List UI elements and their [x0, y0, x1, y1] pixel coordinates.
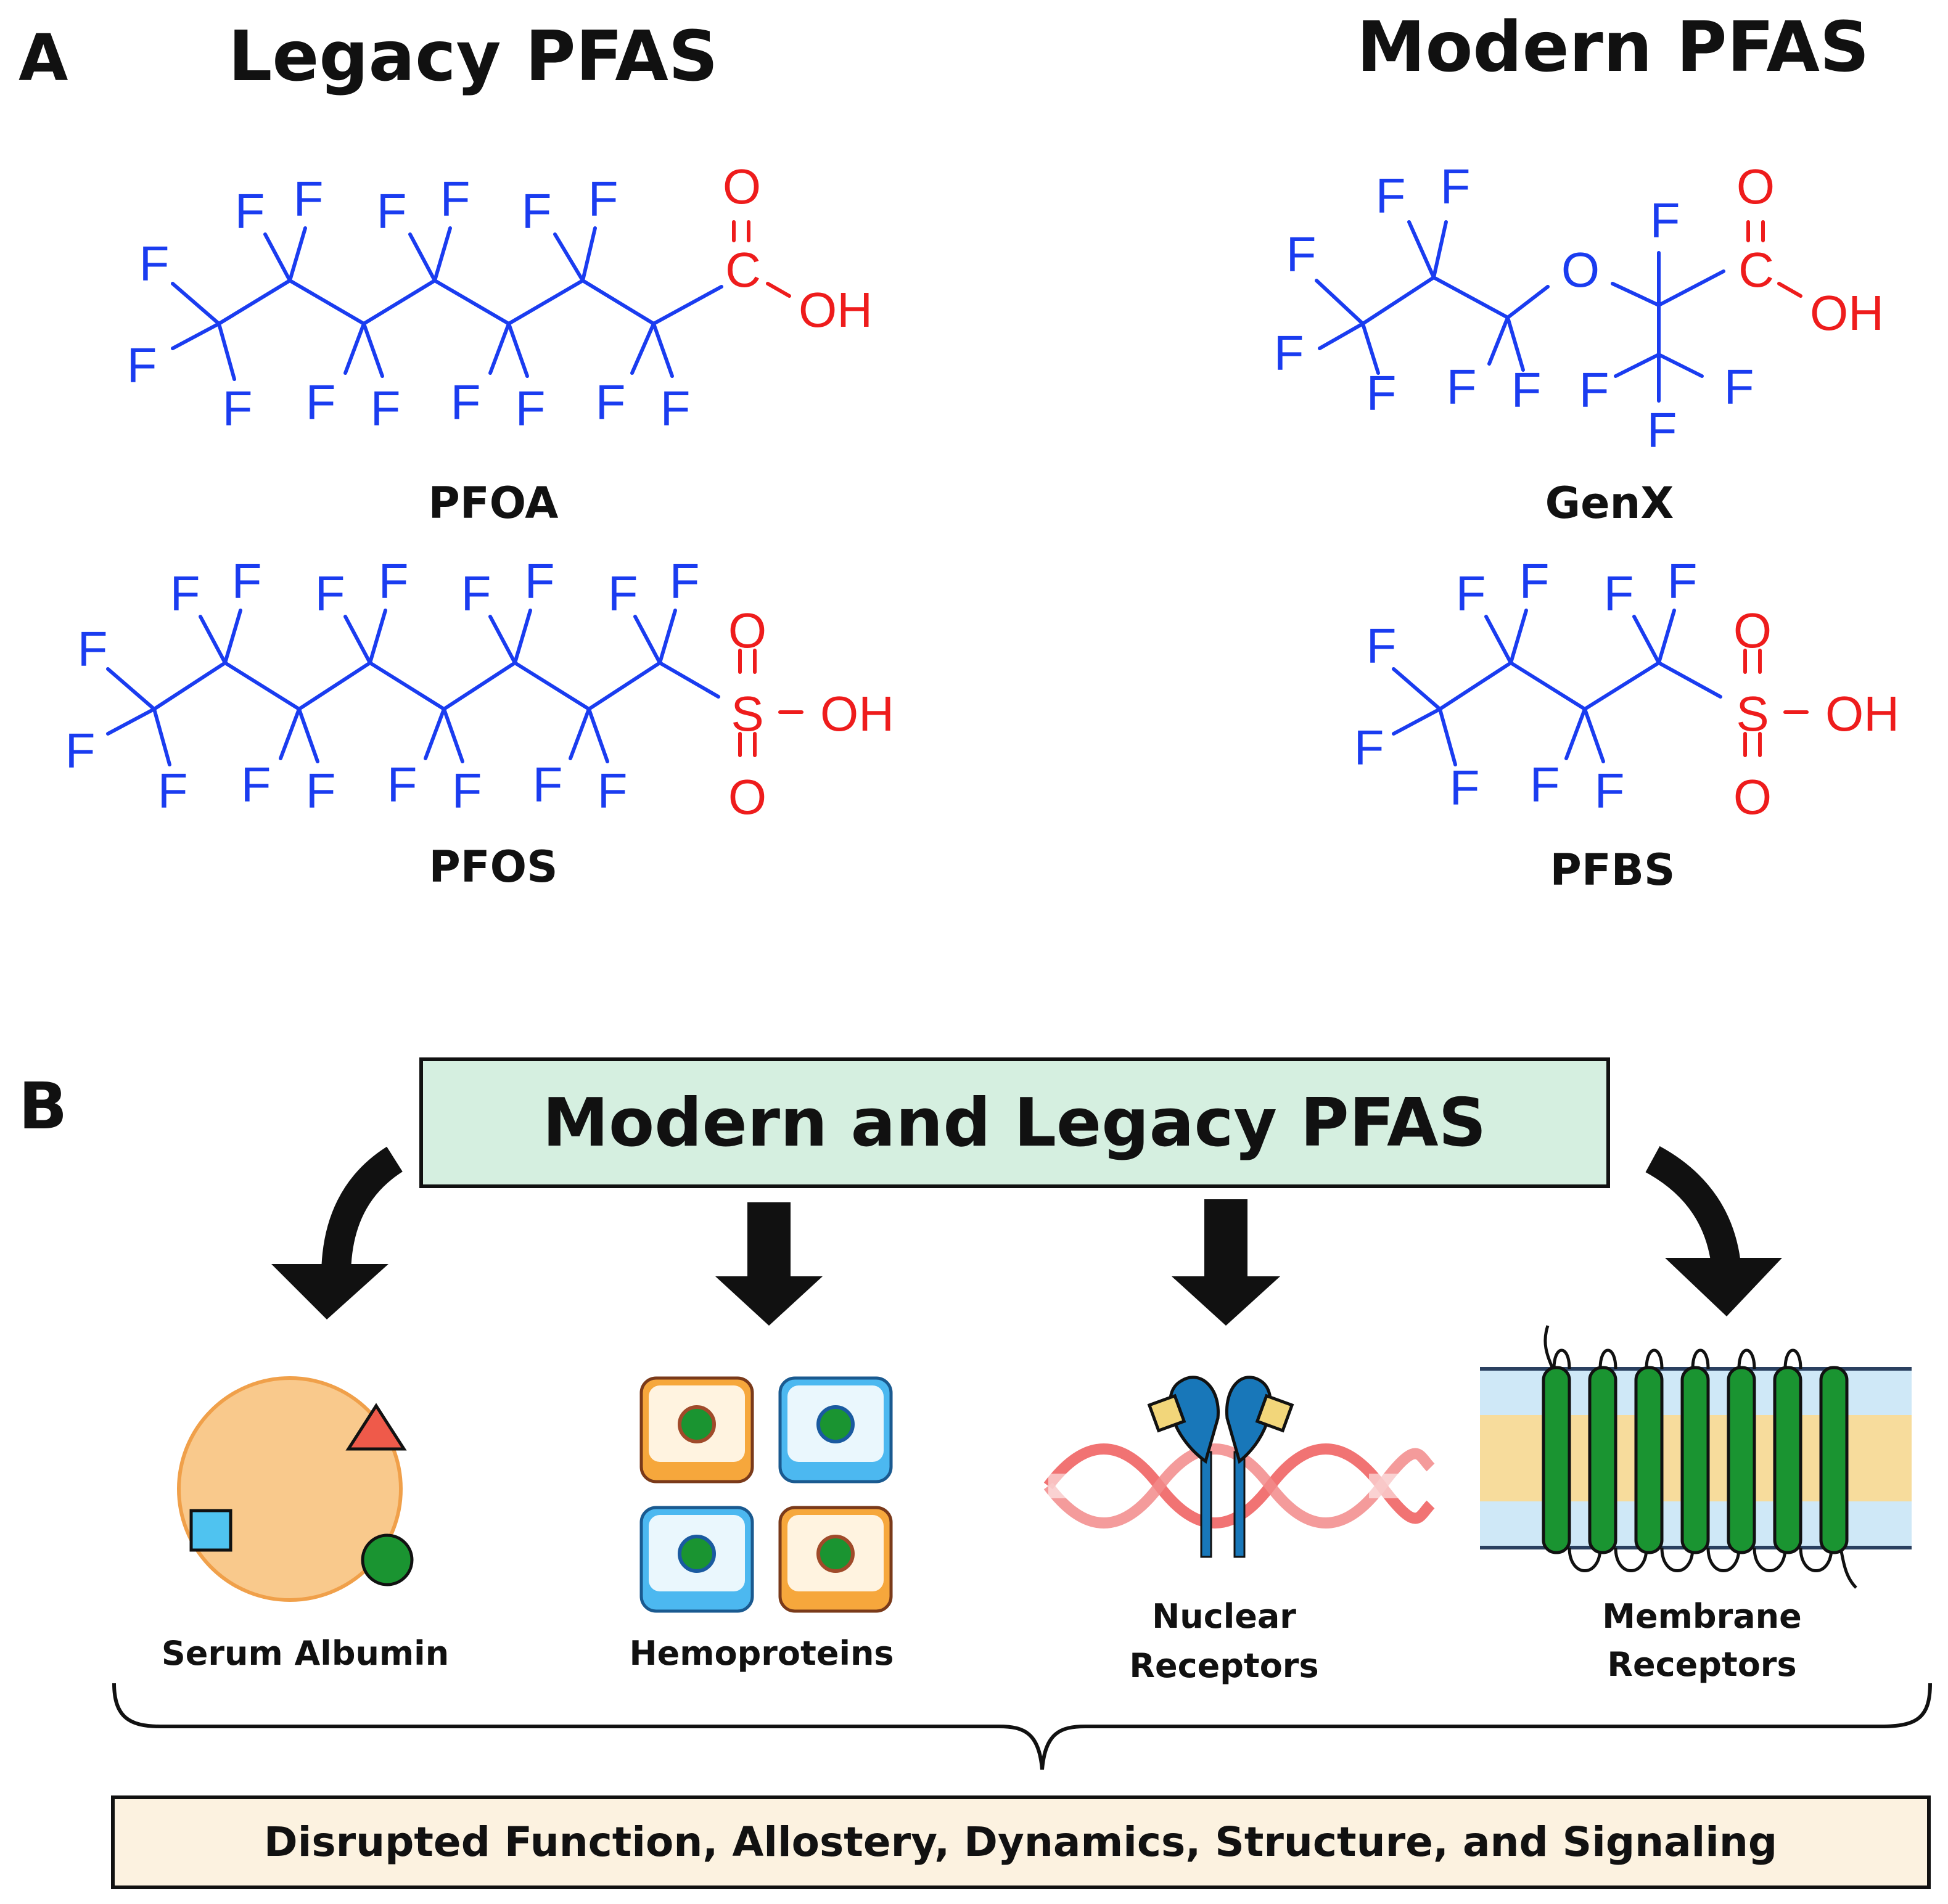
pfos-f: F: [461, 566, 491, 621]
pfos-f: F: [598, 763, 628, 818]
pfoa-f: F: [588, 171, 619, 226]
pfbs-o: O: [1733, 603, 1772, 658]
arrow-to-hemoproteins: [715, 1202, 823, 1326]
pfos-f: F: [65, 723, 96, 778]
pfos-f: F: [452, 763, 482, 818]
genx-f: F: [1650, 193, 1680, 248]
genx-f: F: [1511, 363, 1542, 417]
pfoa-f: F: [235, 184, 265, 239]
outcome-box: [111, 1795, 1931, 1889]
pfos-label: PFOS: [429, 842, 557, 892]
pfbs-f: F: [1667, 554, 1698, 609]
genx-f: F: [1286, 227, 1317, 282]
pfoa-f: F: [516, 381, 546, 436]
genx-o: O: [1736, 159, 1775, 214]
pfbs-f: F: [1519, 554, 1550, 609]
pfos-f: F: [387, 757, 417, 812]
membrane-receptors-icon: [1480, 1325, 1912, 1589]
genx-f: F: [1440, 159, 1471, 214]
pfos-f: F: [158, 763, 188, 818]
pfbs-label: PFBS: [1550, 845, 1675, 895]
genx-f: F: [1724, 359, 1754, 414]
pfoa-o: O: [723, 159, 761, 214]
pfoa-label: PFOA: [429, 478, 559, 528]
pfoa-f: F: [127, 338, 157, 393]
genx-f: F: [1447, 359, 1477, 414]
arrow-to-serum-albumin: [271, 1146, 403, 1319]
pfos-f: F: [379, 554, 409, 609]
arrow-to-membrane-receptors: [1645, 1146, 1782, 1316]
membrane-receptors-label-1: Membrane: [1602, 1597, 1801, 1636]
nuclear-receptors-label-1: Nuclear: [1152, 1597, 1296, 1636]
pfoa-f: F: [223, 381, 253, 436]
pfbs-o: O: [1733, 769, 1772, 824]
pfoa-c: C: [725, 242, 761, 297]
genx-ether-o: O: [1561, 242, 1600, 297]
genx-f: F: [1647, 403, 1677, 458]
genx-f: F: [1376, 168, 1406, 223]
pfos-f: F: [306, 763, 336, 818]
pfos-f: F: [608, 566, 638, 621]
pfos-oh: OH: [820, 686, 894, 741]
genx-structure: F F F F F F F F F F F O O C OH: [1274, 159, 1884, 458]
pfbs-f: F: [1595, 763, 1625, 818]
pfoa-f: F: [660, 381, 691, 436]
pfos-f: F: [78, 622, 108, 676]
arrow-to-nuclear-receptors: [1172, 1199, 1280, 1326]
pfos-f: F: [170, 566, 200, 621]
pfbs-f: F: [1366, 618, 1397, 673]
membrane-receptors-label-2: Receptors: [1607, 1645, 1796, 1684]
pfos-o: O: [728, 603, 766, 658]
pfbs-oh: OH: [1825, 686, 1899, 741]
genx-f: F: [1579, 363, 1609, 417]
pfos-f: F: [232, 554, 262, 609]
pfos-f: F: [315, 566, 345, 621]
pfoa-f: F: [451, 375, 481, 430]
pfoa-f: F: [294, 171, 324, 226]
pfbs-f: F: [1450, 760, 1480, 815]
pfoa-f: F: [139, 236, 170, 291]
panel-label-a: A: [18, 20, 68, 96]
pfos-structure: F F F F F F F F F F F F F F F F F O S O …: [65, 554, 894, 824]
pfos-f: F: [241, 757, 271, 812]
genx-f: F: [1274, 326, 1304, 380]
pfoa-f: F: [306, 375, 336, 430]
nuclear-receptors-icon: [1043, 1376, 1435, 1558]
pfbs-f: F: [1456, 566, 1486, 621]
panel-label-b: B: [18, 1069, 67, 1144]
pfbs-f: F: [1604, 566, 1634, 621]
genx-f: F: [1366, 366, 1397, 421]
pfoa-structure: F F F F F F F F F F F F F F F O C OH: [127, 159, 873, 436]
nuclear-receptors-label-2: Receptors: [1129, 1646, 1318, 1685]
grouping-brace: [112, 1683, 1932, 1770]
serum-albumin-label: Serum Albumin: [162, 1634, 449, 1673]
pfbs-f: F: [1530, 757, 1560, 812]
pfoa-oh: OH: [799, 282, 873, 337]
pfos-s: S: [731, 686, 763, 741]
genx-c: C: [1738, 242, 1774, 297]
pfbs-structure: F F F F F F F F F O S O OH: [1354, 554, 1899, 824]
modern-pfas-title: Modern PFAS: [1357, 7, 1870, 88]
pfos-f: F: [670, 554, 700, 609]
hemoproteins-icon: [639, 1376, 893, 1613]
pfoa-f: F: [522, 184, 552, 239]
pfoa-f: F: [371, 381, 401, 436]
serum-albumin-icon: [177, 1376, 414, 1602]
pfos-o: O: [728, 769, 766, 824]
pfbs-s: S: [1736, 686, 1769, 741]
genx-label: GenX: [1545, 478, 1674, 528]
pfoa-f: F: [440, 171, 471, 226]
legacy-pfas-title: Legacy PFAS: [228, 17, 718, 97]
hemoproteins-label: Hemoproteins: [629, 1634, 894, 1673]
source-box-title: Modern and Legacy PFAS: [543, 1085, 1487, 1162]
outcome-text: Disrupted Function, Allostery, Dynamics,…: [264, 1818, 1777, 1866]
pfos-f: F: [533, 757, 563, 812]
genx-oh: OH: [1810, 285, 1884, 340]
pfos-f: F: [525, 554, 555, 609]
pfoa-f: F: [377, 184, 407, 239]
pfoa-f: F: [596, 375, 626, 430]
source-box: [419, 1057, 1610, 1188]
pfbs-f: F: [1354, 720, 1384, 775]
